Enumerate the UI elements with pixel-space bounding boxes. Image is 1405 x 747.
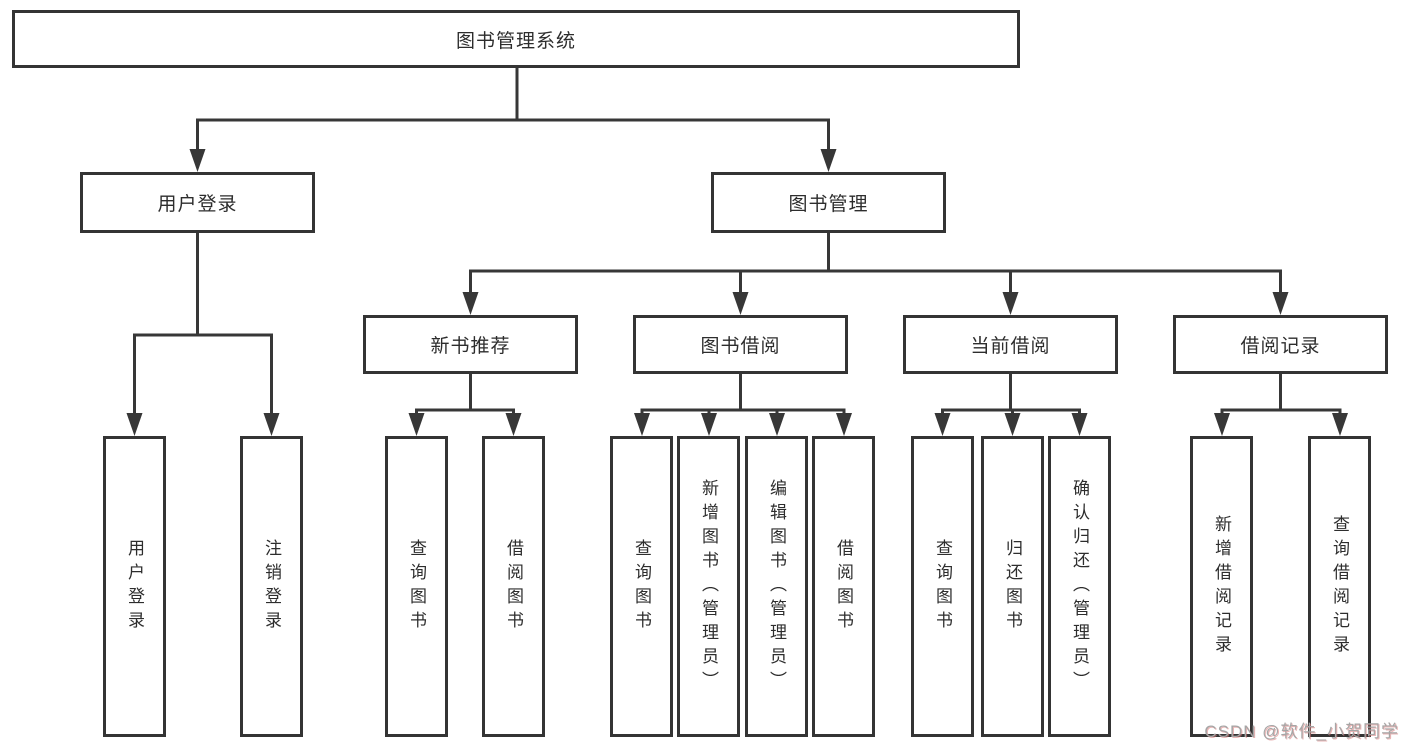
node-book-borrow-label: 图书借阅	[700, 336, 781, 357]
node-new-book-recommend-label: 新书推荐	[430, 336, 511, 357]
csdn-watermark: CSDN @软件_小贺同学	[1204, 722, 1399, 741]
node-borrow-records: 借阅记录	[1173, 315, 1388, 374]
leaf-current-query-label: 查询图书	[933, 538, 952, 635]
leaf-logout: 注销登录	[240, 436, 303, 737]
leaf-newbook-query: 查询图书	[385, 436, 448, 737]
leaf-borrow-query-label: 查询图书	[632, 538, 651, 635]
leaf-borrow-query: 查询图书	[610, 436, 673, 737]
leaf-logout-label: 注销登录	[262, 538, 281, 635]
node-current-borrow: 当前借阅	[903, 315, 1118, 374]
node-book-management-label: 图书管理	[788, 194, 869, 215]
leaf-newbook-query-label: 查询图书	[407, 538, 426, 635]
leaf-borrow-add-admin: 新增图书（管理员）	[677, 436, 740, 737]
node-book-management: 图书管理	[711, 172, 946, 233]
leaf-current-confirm-admin-label: 确认归还（管理员）	[1070, 478, 1089, 695]
leaf-borrow-edit-admin: 编辑图书（管理员）	[745, 436, 808, 737]
node-borrow-records-label: 借阅记录	[1240, 336, 1321, 357]
node-book-borrow: 图书借阅	[633, 315, 848, 374]
node-new-book-recommend: 新书推荐	[363, 315, 578, 374]
leaf-user-login-label: 用户登录	[125, 538, 144, 635]
leaf-records-add: 新增借阅记录	[1190, 436, 1253, 737]
node-root-label: 图书管理系统	[455, 30, 576, 52]
leaf-borrow-edit-admin-label: 编辑图书（管理员）	[767, 478, 786, 695]
node-root: 图书管理系统	[12, 10, 1020, 68]
leaf-current-return: 归还图书	[981, 436, 1044, 737]
leaf-current-query: 查询图书	[911, 436, 974, 737]
leaf-user-login: 用户登录	[103, 436, 166, 737]
leaf-newbook-borrow-label: 借阅图书	[504, 538, 523, 635]
leaf-newbook-borrow: 借阅图书	[482, 436, 545, 737]
node-user-login-label: 用户登录	[157, 194, 238, 215]
leaf-records-query-label: 查询借阅记录	[1330, 514, 1349, 659]
leaf-records-add-label: 新增借阅记录	[1212, 514, 1231, 659]
leaf-records-query: 查询借阅记录	[1308, 436, 1371, 737]
node-current-borrow-label: 当前借阅	[970, 336, 1051, 357]
leaf-borrow-add-admin-label: 新增图书（管理员）	[699, 478, 718, 695]
leaf-borrow-borrow: 借阅图书	[812, 436, 875, 737]
node-user-login: 用户登录	[80, 172, 315, 233]
leaf-borrow-borrow-label: 借阅图书	[834, 538, 853, 635]
leaf-current-confirm-admin: 确认归还（管理员）	[1048, 436, 1111, 737]
leaf-current-return-label: 归还图书	[1003, 538, 1022, 635]
